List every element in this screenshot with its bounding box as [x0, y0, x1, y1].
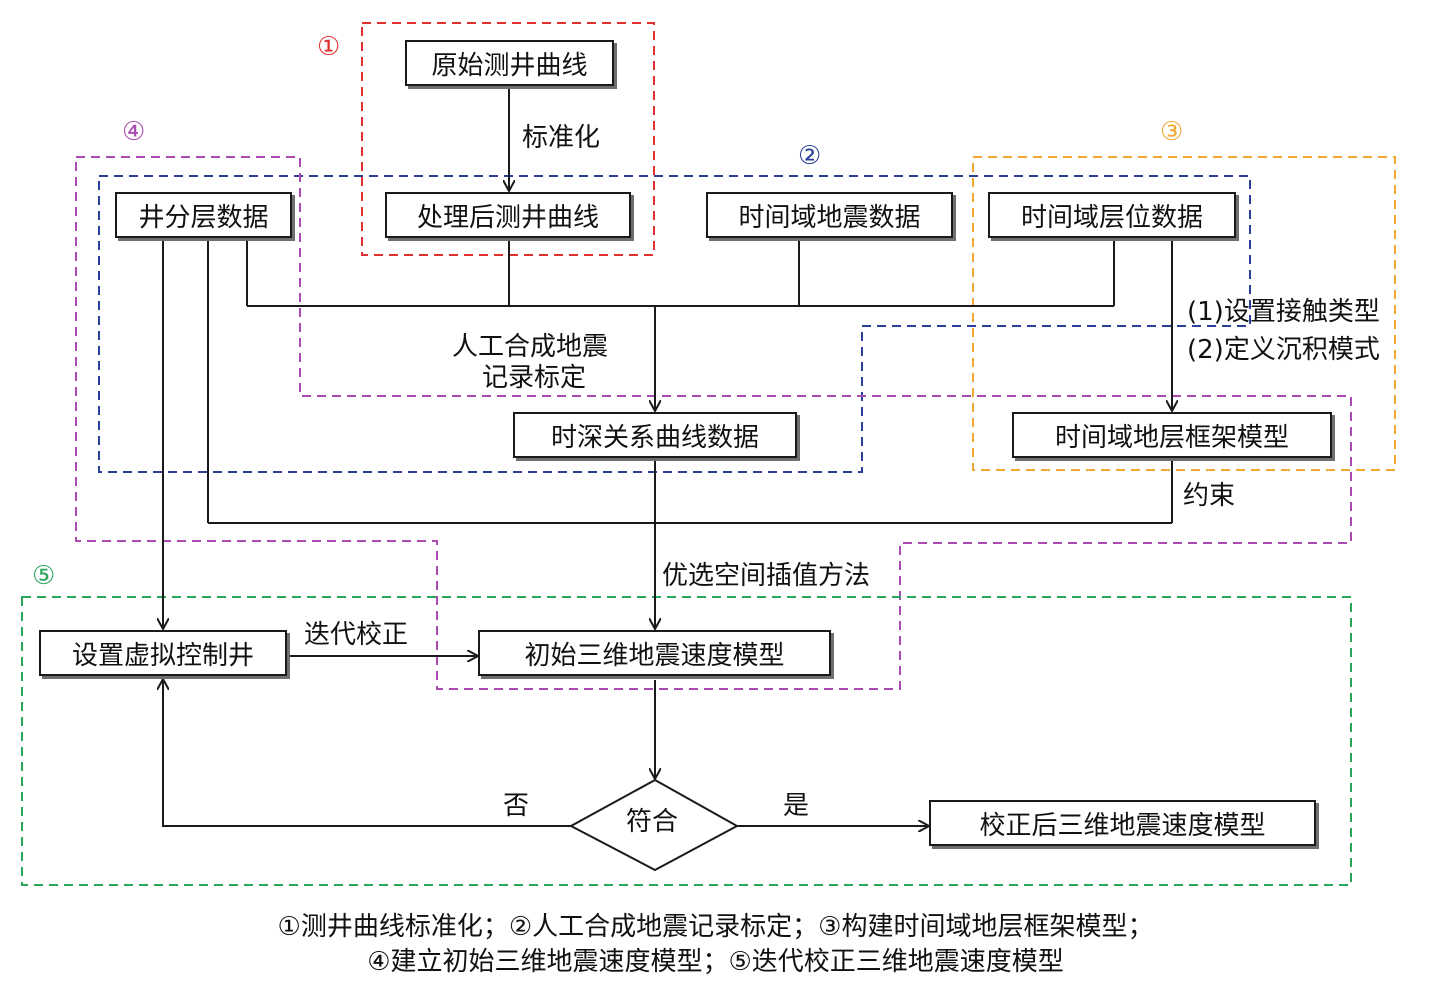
label-setting-2: (2)定义沉积模式 — [1187, 335, 1380, 365]
node-original-log: 原始测井曲线 — [405, 40, 614, 86]
group4-marker: ④ — [122, 117, 146, 147]
caption-line-2: ④建立初始三维地震速度模型；⑤迭代校正三维地震速度模型 — [367, 947, 1064, 977]
label-no: 否 — [503, 791, 530, 821]
node-td-curve: 时深关系曲线数据 — [513, 412, 797, 458]
node-virtual-well: 设置虚拟控制井 — [39, 630, 287, 676]
node-final-model: 校正后三维地震速度模型 — [929, 800, 1316, 846]
label-interp: 优选空间插值方法 — [662, 561, 871, 591]
node-time-horizons: 时间域层位数据 — [988, 192, 1236, 238]
label-constraint: 约束 — [1183, 481, 1236, 511]
decision-label: 符合 — [626, 807, 679, 837]
group2-outline — [98, 175, 1251, 473]
group4-outline — [75, 156, 1352, 690]
arrow-no-loop — [163, 680, 571, 827]
group1-outline — [361, 22, 655, 256]
group3-outline — [972, 156, 1396, 471]
node-well-tops: 井分层数据 — [115, 192, 292, 238]
label-yes: 是 — [783, 791, 810, 821]
decision-diamond — [568, 778, 740, 872]
label-iterate: 迭代校正 — [304, 620, 409, 650]
label-setting-1: (1)设置接触类型 — [1187, 297, 1380, 327]
node-initial-model: 初始三维地震速度模型 — [478, 630, 831, 676]
group3-marker: ③ — [1160, 117, 1184, 147]
group1-marker: ① — [317, 32, 341, 62]
label-synthetic-2: 记录标定 — [482, 363, 587, 393]
caption-line-1: ①测井曲线标准化；②人工合成地震记录标定；③构建时间域地层框架模型； — [277, 912, 1154, 942]
label-synthetic-1: 人工合成地震 — [452, 332, 609, 362]
node-time-framework: 时间域地层框架模型 — [1012, 412, 1332, 458]
group2-marker: ② — [798, 141, 822, 171]
node-processed-log: 处理后测井曲线 — [385, 192, 631, 238]
group5-marker: ⑤ — [32, 561, 56, 591]
node-time-seismic: 时间域地震数据 — [706, 192, 953, 238]
label-normalize: 标准化 — [522, 123, 601, 153]
group5-outline — [21, 596, 1352, 886]
